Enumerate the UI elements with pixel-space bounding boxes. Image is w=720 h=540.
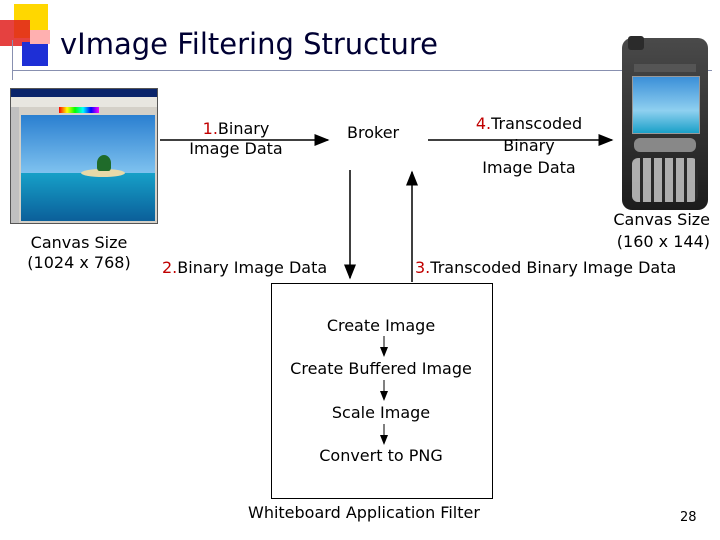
filter-step-convert-to-png: Convert to PNG [319, 446, 443, 465]
label-transcoded-3-text: Transcoded Binary Image Data [430, 258, 677, 277]
title-underline [12, 70, 712, 71]
filter-step-scale-image: Scale Image [331, 403, 431, 422]
canvas-left-line2: (1024 x 768) [27, 253, 131, 272]
island [81, 169, 125, 177]
label-transcoded-4-line3: Image Data [482, 158, 576, 177]
step-number-2: 2. [162, 258, 178, 277]
pda-keypad [632, 158, 698, 202]
step-number-1: 1. [202, 119, 218, 138]
pda-antenna [628, 36, 644, 50]
desktop-screenshot-image [10, 88, 158, 224]
sky-area [21, 115, 155, 173]
filter-step-create-image: Create Image [326, 316, 436, 335]
label-transcoded-4: 4.Transcoded Binary Image Data [464, 113, 594, 179]
window-titlebar [11, 89, 157, 97]
canvas-size-right: Canvas Size (160 x 144) [580, 209, 710, 253]
pda-screen [632, 76, 700, 134]
title-text: Image Filtering Structure [77, 27, 439, 61]
pda-brand-strip [634, 64, 696, 72]
broker-label: Broker [347, 123, 400, 142]
title-bullet: v [60, 27, 78, 61]
window-toolbar [11, 97, 157, 107]
corner-square-blue [22, 42, 48, 66]
canvas-right-line2: (160 x 144) [616, 232, 710, 251]
filter-step-create-buffered-image: Create Buffered Image [290, 359, 472, 378]
corner-square-red [0, 20, 30, 46]
page-number: 28 [680, 510, 697, 525]
label-binary-image-data-1: 1.Binary Image Data [184, 119, 288, 159]
sea-area [21, 173, 155, 221]
label-transcoded-4-line2: Binary [503, 136, 555, 155]
filter-box-caption: Whiteboard Application Filter [248, 503, 480, 522]
step-number-3: 3. [415, 258, 431, 277]
title-vertical-rule [12, 40, 13, 80]
slide-title: vImage Filtering Structure [60, 26, 438, 62]
label-binary-1-line1: Binary [217, 119, 270, 138]
label-transcoded-3: 3.Transcoded Binary Image Data [415, 258, 676, 278]
palette-strip [59, 107, 99, 113]
label-transcoded-4-line1: Transcoded [491, 114, 583, 133]
step-number-4: 4. [475, 114, 492, 133]
label-binary-image-data-2: 2.Binary Image Data [162, 258, 327, 278]
canvas-right-line1: Canvas Size [613, 210, 710, 229]
canvas-left-line1: Canvas Size [30, 233, 128, 252]
corner-square-pink [30, 30, 50, 44]
label-binary-1-line2: Image Data [189, 139, 283, 158]
whiteboard-filter-box [271, 283, 493, 499]
canvas-size-left: Canvas Size (1024 x 768) [12, 233, 146, 273]
pda-device-image [622, 36, 708, 210]
tool-panel [11, 107, 19, 223]
palm-tree [97, 155, 111, 171]
label-binary-2-text: Binary Image Data [177, 258, 328, 277]
pda-nav-pad [634, 138, 696, 152]
